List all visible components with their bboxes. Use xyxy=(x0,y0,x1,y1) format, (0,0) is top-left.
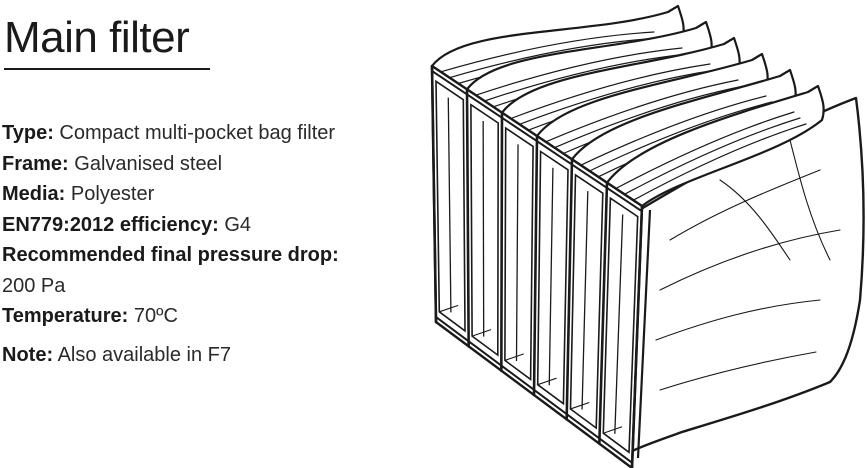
spec-frame-label: Frame: xyxy=(2,152,69,175)
filter-pocket-depth-line xyxy=(614,214,624,434)
bag-wrinkle-line xyxy=(518,69,717,125)
bag-wrinkle-line xyxy=(475,47,683,96)
filter-pocket-seam xyxy=(439,304,459,313)
bag-wrinkle-line xyxy=(440,31,655,73)
spec-pressure: Recommended final pressure drop: xyxy=(2,240,402,271)
filter-frame-separator xyxy=(430,64,438,324)
spec-type: Type: Compact multi-pocket bag filter xyxy=(2,118,402,149)
filter-pocket-seam xyxy=(537,377,557,386)
filter-frame-separator xyxy=(500,111,504,372)
spec-note-value: Also available in F7 xyxy=(57,343,231,366)
bag-wrinkle-line xyxy=(510,63,711,120)
bag-wrinkle-line xyxy=(655,299,821,341)
bag-wrinkle-line xyxy=(719,179,791,261)
filter-pocket-depth-line xyxy=(515,144,519,361)
title-underline xyxy=(4,68,210,70)
spec-efficiency-value: G4 xyxy=(224,213,252,236)
bag-wrinkle-line xyxy=(483,53,689,102)
spec-pressure-value-row: 200 Pa xyxy=(2,271,402,302)
spec-frame-value: Galvanised steel xyxy=(74,152,223,175)
filter-pocket-seam xyxy=(570,401,590,410)
filter-pocket-opening xyxy=(536,150,569,406)
filter-pocket-opening xyxy=(504,126,534,381)
filter-pocket-depth-line xyxy=(482,120,485,337)
bag-wrinkle-line xyxy=(615,111,795,190)
spec-efficiency-label: EN779:2012 efficiency: xyxy=(2,213,219,236)
spec-temperature: Temperature: 70ºC xyxy=(2,301,402,332)
bag-wrinkle-line xyxy=(623,117,801,195)
bag-wrinkle-line xyxy=(659,351,817,391)
bag-wrinkle-line xyxy=(545,79,739,143)
bag-wrinkle-line xyxy=(632,123,807,201)
filter-frame-separator xyxy=(465,88,470,348)
filter-frame-separator xyxy=(598,181,609,445)
spec-media: Media: Polyester xyxy=(2,179,402,210)
filter-frame-separator xyxy=(630,204,644,468)
bag-wrinkle-line xyxy=(789,139,831,261)
filter-pocket-opening xyxy=(470,103,500,357)
filter-pocket-seam xyxy=(603,426,623,434)
spec-note-label: Note: xyxy=(2,343,54,366)
bag-wrinkle-line xyxy=(448,37,661,79)
spec-frame: Frame: Galvanised steel xyxy=(2,149,402,180)
spec-type-label: Type: xyxy=(2,122,54,144)
bag-filter-illustration xyxy=(430,4,865,468)
spec-pressure-label: Recommended final pressure drop: xyxy=(2,244,339,266)
filter-frame-separator xyxy=(565,158,574,421)
page-title: Main filter xyxy=(4,13,190,62)
spec-list: Type: Compact multi-pocket bag filter Fr… xyxy=(2,118,402,370)
spec-media-value: Polyester xyxy=(70,183,155,205)
filter-frame-top-bar xyxy=(431,70,643,213)
filter-pocket-opening xyxy=(569,173,604,430)
filter-frame-bottom-bar xyxy=(435,316,633,464)
bag-wrinkle-line xyxy=(588,101,773,172)
spec-media-label: Media: xyxy=(2,183,66,205)
filter-frame-separator xyxy=(532,134,539,397)
spec-temperature-label: Temperature: xyxy=(2,305,129,327)
spec-temperature-value: 70ºC xyxy=(133,305,178,327)
filter-pocket-depth-line xyxy=(548,167,554,386)
filter-pocket-opening xyxy=(602,196,639,454)
filter-pocket-seam xyxy=(504,353,524,361)
filter-pocket-seam xyxy=(471,329,492,337)
spec-note: Note: Also available in F7 xyxy=(2,340,402,371)
spec-efficiency: EN779:2012 efficiency: G4 xyxy=(2,210,402,241)
spec-pressure-value: 200 Pa xyxy=(2,274,66,297)
filter-pocket-depth-line xyxy=(581,191,589,410)
bag-wrinkle-line xyxy=(553,85,745,149)
filter-frame-side-edge xyxy=(636,209,652,459)
bag-wrinkle-line xyxy=(580,95,767,166)
filter-pocket-depth-line xyxy=(447,97,452,313)
filter-pocket-opening xyxy=(435,79,466,333)
spec-type-value: Compact multi-pocket bag filter xyxy=(59,122,336,144)
